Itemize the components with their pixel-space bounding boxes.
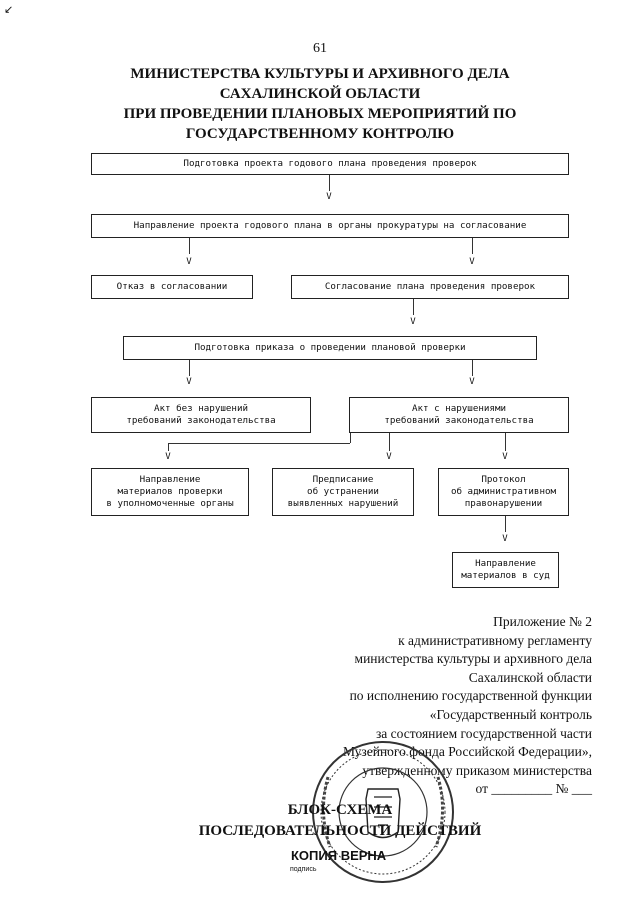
- connector: [329, 175, 330, 191]
- connector: [472, 238, 473, 254]
- arrow-head: V: [469, 257, 475, 267]
- bottom-title-line-2: ПОСЛЕДОВАТЕЛЬНОСТИ ДЕЙСТВИЙ: [198, 823, 482, 839]
- box-act-no-violations-line-2: требований законодательства: [126, 415, 276, 426]
- arrow-head: V: [326, 192, 332, 202]
- appendix-line-4: Сахалинской области: [468, 669, 592, 685]
- heading-line-2: САХАЛИНСКОЙ ОБЛАСТИ: [219, 86, 421, 102]
- arrow-head: V: [469, 377, 475, 387]
- appendix-line-7: за состоянием государственной части: [375, 725, 592, 741]
- box-prepare-annual-plan-text: Подготовка проекта годового плана провед…: [183, 158, 477, 169]
- arrow-head: V: [186, 257, 192, 267]
- copy-stamp: КОПИЯ ВЕРНА: [291, 848, 387, 863]
- box-protocol: Протокол об административном правонаруше…: [438, 468, 569, 516]
- arrow-head: V: [386, 452, 392, 462]
- box-act-no-violations: Акт без нарушений требований законодател…: [91, 397, 311, 433]
- box-send-to-court-line-2: материалов в суд: [461, 570, 550, 581]
- connector: [168, 443, 350, 444]
- box-send-to-prosecutor-text: Направление проекта годового плана в орг…: [133, 220, 527, 231]
- box-act-with-violations-line-1: Акт с нарушениями: [411, 403, 507, 414]
- box-act-with-violations: Акт с нарушениями требований законодател…: [349, 397, 569, 433]
- box-send-to-court-line-1: Направление: [475, 558, 536, 569]
- connector: [389, 433, 390, 451]
- box-send-materials-line-3: в уполномоченные органы: [106, 498, 234, 509]
- box-protocol-line-1: Протокол: [481, 474, 526, 485]
- appendix-line-1: Приложение № 2: [493, 614, 592, 629]
- box-act-no-violations-line-1: Акт без нарушений: [153, 403, 249, 414]
- connector: [350, 433, 351, 443]
- arrow-head: V: [165, 452, 171, 462]
- arrow-head: V: [502, 452, 508, 462]
- connector: [413, 299, 414, 315]
- appendix-line-2: к административному регламенту: [398, 632, 592, 648]
- appendix-line-3: министерства культуры и архивного дела: [354, 651, 592, 667]
- bottom-title: БЛОК-СХЕМА ПОСЛЕДОВАТЕЛЬНОСТИ ДЕЙСТВИЙ: [120, 800, 560, 842]
- appendix-line-8: Музейного фонда Российской Федерации»,: [342, 744, 592, 760]
- connector: [505, 433, 506, 451]
- official-seal-icon: [312, 741, 454, 883]
- box-send-materials: Направление материалов проверки в уполно…: [91, 468, 249, 516]
- box-protocol-line-3: правонарушении: [464, 498, 543, 509]
- box-send-to-prosecutor: Направление проекта годового плана в орг…: [91, 214, 569, 238]
- appendix-line-10: от _________ № ___: [475, 781, 592, 797]
- box-prepare-order: Подготовка приказа о проведении плановой…: [123, 336, 537, 360]
- box-prepare-annual-plan: Подготовка проекта годового плана провед…: [91, 153, 569, 175]
- scan-mark: ↙: [4, 4, 14, 16]
- arrow-head: V: [502, 534, 508, 544]
- page-number: 61: [313, 41, 327, 56]
- box-refusal: Отказ в согласовании: [91, 275, 253, 299]
- appendix-line-5: по исполнению государственной функции: [349, 688, 592, 704]
- document-heading: МИНИСТЕРСТВА КУЛЬТУРЫ И АРХИВНОГО ДЕЛА С…: [70, 64, 570, 144]
- box-prescription: Предписание об устранении выявленных нар…: [272, 468, 414, 516]
- box-approval: Согласование плана проведения проверок: [291, 275, 569, 299]
- connector: [472, 360, 473, 376]
- box-send-to-court: Направление материалов в суд: [452, 552, 559, 588]
- connector: [505, 516, 506, 532]
- box-protocol-line-2: об административном: [450, 486, 557, 497]
- bottom-title-line-1: БЛОК-СХЕМА: [287, 802, 393, 818]
- heading-line-3: ПРИ ПРОВЕДЕНИИ ПЛАНОВЫХ МЕРОПРИЯТИЙ ПО: [123, 106, 517, 122]
- box-prescription-line-3: выявленных нарушений: [287, 498, 399, 509]
- connector: [189, 238, 190, 254]
- box-refusal-text: Отказ в согласовании: [116, 281, 228, 292]
- appendix-line-6: «Государственный контроль: [429, 706, 592, 722]
- box-prepare-order-text: Подготовка приказа о проведении плановой…: [194, 342, 466, 353]
- box-act-with-violations-line-2: требований законодательства: [384, 415, 534, 426]
- arrow-head: V: [410, 317, 416, 327]
- appendix-block: Приложение № 2 к административному регла…: [262, 613, 592, 799]
- box-approval-text: Согласование плана проведения проверок: [324, 281, 536, 292]
- heading-line-1: МИНИСТЕРСТВА КУЛЬТУРЫ И АРХИВНОГО ДЕЛА: [130, 66, 510, 82]
- connector: [168, 443, 169, 451]
- connector: [189, 360, 190, 376]
- box-send-materials-line-2: материалов проверки: [117, 486, 223, 497]
- box-prescription-line-2: об устранении: [307, 486, 379, 497]
- heading-line-4: ГОСУДАРСТВЕННОМУ КОНТРОЛЮ: [185, 126, 455, 142]
- signature-label: подпись: [290, 866, 317, 873]
- appendix-line-9: утвержденному приказом министерства: [362, 762, 592, 778]
- arrow-head: V: [186, 377, 192, 387]
- box-prescription-line-1: Предписание: [312, 474, 374, 485]
- box-send-materials-line-1: Направление: [139, 474, 201, 485]
